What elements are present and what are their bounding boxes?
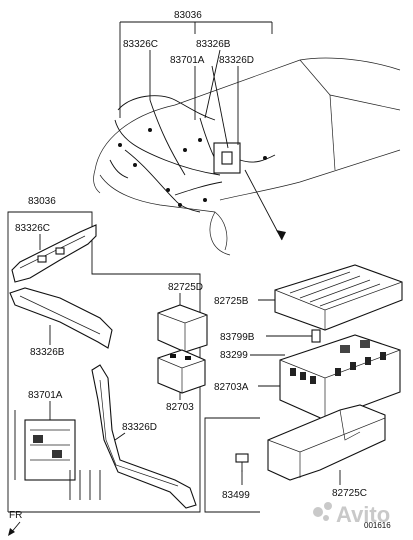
label-top-b: 83326B (196, 39, 231, 50)
label-top-c: 83326C (123, 39, 158, 50)
label-top-a: 83701A (170, 55, 205, 66)
engine-harness (109, 95, 286, 241)
label-cover-large: 82725B (214, 296, 249, 307)
front-arrow-icon: FR (8, 510, 22, 536)
label-top-d: 83326D (219, 55, 254, 66)
part-83701a (14, 410, 101, 500)
part-83499-bolt (235, 453, 249, 472)
watermark-text: Avito (336, 502, 390, 527)
label-mid-group: 83036 (28, 196, 56, 207)
avito-logo-icon: Avito (313, 502, 390, 527)
label-left-b: 83326B (30, 347, 65, 358)
part-82703a (279, 334, 401, 421)
car-body-outline (93, 57, 401, 256)
label-relay: 83299 (220, 350, 248, 361)
label-left-a: 83701A (28, 390, 63, 401)
part-83326b (9, 287, 113, 349)
label-bolt: 83499 (222, 490, 250, 501)
part-83326c (11, 224, 97, 283)
part-82725c (267, 404, 386, 481)
label-top-group: 83036 (174, 10, 202, 21)
part-82725d (157, 304, 208, 353)
label-fuse: 83799B (220, 332, 255, 343)
part-83326d (91, 364, 197, 509)
label-cover-small: 82725D (168, 282, 203, 293)
label-left-c: 83326C (15, 223, 50, 234)
label-bracket: 82725C (332, 488, 367, 499)
diagram-code: 001616 (364, 521, 391, 530)
label-box-a: 82703A (214, 382, 249, 393)
part-82725b (274, 264, 403, 331)
label-relay-box: 82703 (166, 402, 194, 413)
label-left-d: 83326D (122, 422, 157, 433)
part-83799b (311, 329, 321, 343)
part-82703 (157, 349, 206, 394)
fr-label: FR (9, 510, 22, 521)
